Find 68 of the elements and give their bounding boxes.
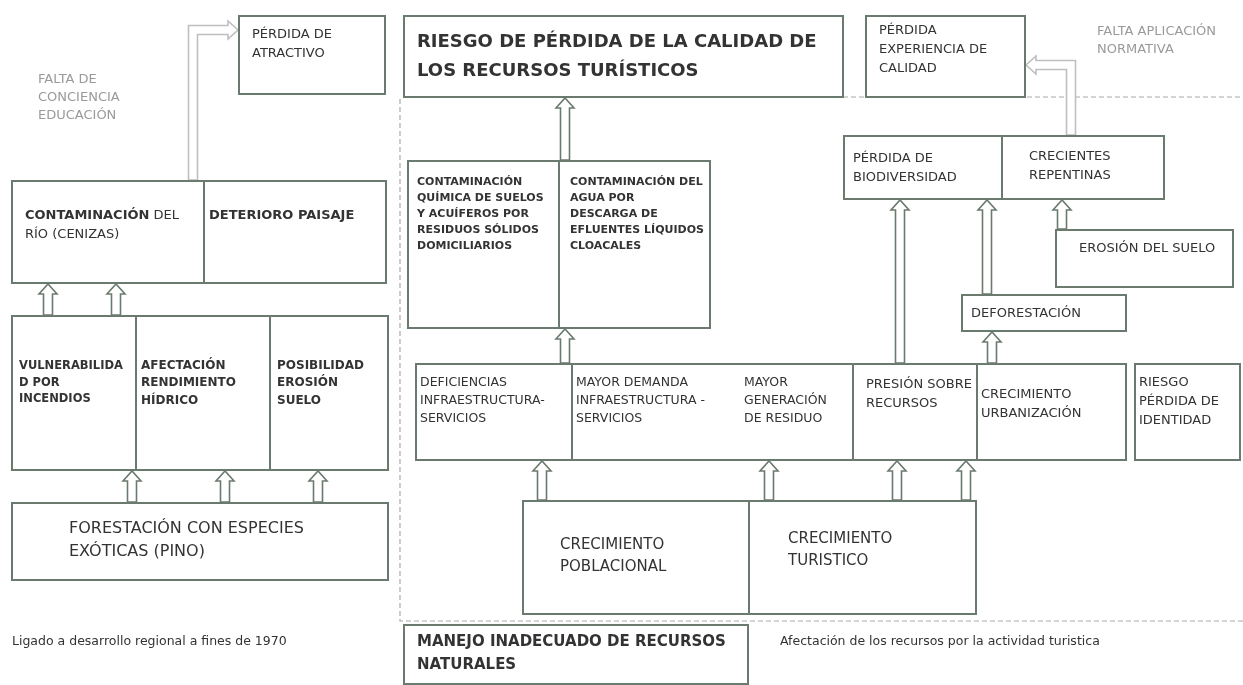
box-label: CRECIMIENTO URBANIZACIÓN bbox=[981, 385, 1083, 422]
box-label: PÉRDIDA DE BIODIVERSIDAD bbox=[853, 149, 958, 186]
box-label: MAYOR GENERACIÓN DE RESIDUO bbox=[744, 373, 828, 428]
process-box bbox=[748, 500, 977, 615]
box-label: CRECIENTES REPENTINAS bbox=[1029, 147, 1112, 184]
block-arrow bbox=[1024, 54, 1077, 136]
block-arrow bbox=[187, 19, 240, 181]
annotation-note: FALTA DE CONCIENCIA EDUCACIÓN bbox=[38, 70, 121, 125]
process-box bbox=[203, 180, 387, 284]
box-label: EROSIÓN DEL SUELO bbox=[1079, 239, 1217, 257]
process-box bbox=[403, 624, 749, 685]
process-box bbox=[558, 160, 711, 329]
process-box bbox=[415, 363, 573, 461]
title-box bbox=[403, 15, 844, 98]
block-arrow bbox=[214, 469, 236, 503]
process-box bbox=[852, 363, 978, 461]
box-label: FORESTACIÓN CON ESPECIES EXÓTICAS (PINO) bbox=[69, 517, 305, 563]
box-label: MAYOR DEMANDA INFRAESTRUCTURA -SERVICIOS bbox=[576, 373, 706, 428]
annotation-note: Afectación de los recursos por la actividad turistica bbox=[780, 632, 1101, 650]
box-label: DEFORESTACIÓN bbox=[971, 304, 1082, 322]
box-label: AFECTACIÓN RENDIMIENTO HÍDRICO bbox=[141, 357, 237, 409]
box-label: POSIBILIDAD EROSIÓN SUELO bbox=[277, 357, 366, 409]
process-box bbox=[238, 15, 386, 95]
box-label: CRECIMIENTO POBLACIONAL bbox=[560, 534, 668, 577]
process-box bbox=[522, 500, 750, 615]
block-arrow bbox=[889, 198, 911, 364]
process-box bbox=[843, 135, 1003, 200]
block-arrow bbox=[554, 96, 576, 161]
box-label: CRECIMIENTO TURISTICO bbox=[788, 528, 894, 571]
block-arrow bbox=[758, 459, 780, 501]
box-label: PRESIÓN SOBRE RECURSOS bbox=[866, 375, 972, 412]
annotation-note: FALTA APLICACIÓN NORMATIVA bbox=[1097, 22, 1217, 59]
box-label: PÉRDIDA DE ATRACTIVO bbox=[252, 25, 333, 62]
process-box bbox=[865, 15, 1026, 98]
process-box bbox=[961, 294, 1127, 332]
box-label: DETERIORO PAISAJE bbox=[209, 206, 356, 224]
block-arrow bbox=[554, 327, 576, 364]
block-arrow bbox=[886, 459, 908, 501]
block-arrow bbox=[307, 469, 329, 503]
process-box bbox=[269, 315, 389, 471]
block-arrow bbox=[976, 198, 998, 295]
block-arrow bbox=[1051, 198, 1073, 230]
block-arrow bbox=[105, 282, 127, 316]
block-arrow bbox=[531, 459, 553, 501]
box-label: PÉRDIDA EXPERIENCIA DE CALIDAD bbox=[879, 21, 989, 77]
box-label: VULNERABILIDAD POR INCENDIOS bbox=[19, 357, 124, 407]
box-label: CONTAMINACIÓN DEL RÍO (CENIZAS) bbox=[25, 206, 181, 243]
process-box bbox=[1134, 363, 1241, 461]
box-label: RIESGO PÉRDIDA DE IDENTIDAD bbox=[1139, 373, 1220, 429]
annotation-note: Ligado a desarrollo regional a fines de 1970 bbox=[12, 632, 288, 650]
process-box bbox=[571, 363, 854, 461]
process-box bbox=[407, 160, 560, 329]
block-arrow bbox=[121, 469, 143, 503]
box-label: DEFICIENCIAS INFRAESTRUCTURA-SERVICIOS bbox=[420, 373, 546, 428]
box-label: CONTAMINACIÓN QUÍMICA DE SUELOS Y ACUÍFEROS POR RESIDUOS SÓLIDOS DOMICILIARIOS bbox=[417, 174, 545, 254]
block-arrow bbox=[37, 282, 59, 316]
block-arrow bbox=[955, 459, 977, 501]
process-box bbox=[135, 315, 271, 471]
process-box bbox=[11, 502, 389, 581]
process-box bbox=[976, 363, 1127, 461]
block-arrow bbox=[981, 330, 1003, 364]
box-label: MANEJO INADECUADO DE RECURSOS NATURALES bbox=[417, 631, 727, 675]
box-label: CONTAMINACIÓN DEL AGUA POR DESCARGA DE EFLUENTES LÍQUIDOS CLOACALES bbox=[570, 174, 705, 254]
process-box bbox=[11, 315, 137, 471]
process-box bbox=[11, 180, 205, 284]
process-box bbox=[1001, 135, 1165, 200]
box-label: RIESGO DE PÉRDIDA DE LA CALIDAD DE LOS RECURSOS TURÍSTICOS bbox=[417, 29, 818, 82]
process-box bbox=[1055, 229, 1234, 288]
